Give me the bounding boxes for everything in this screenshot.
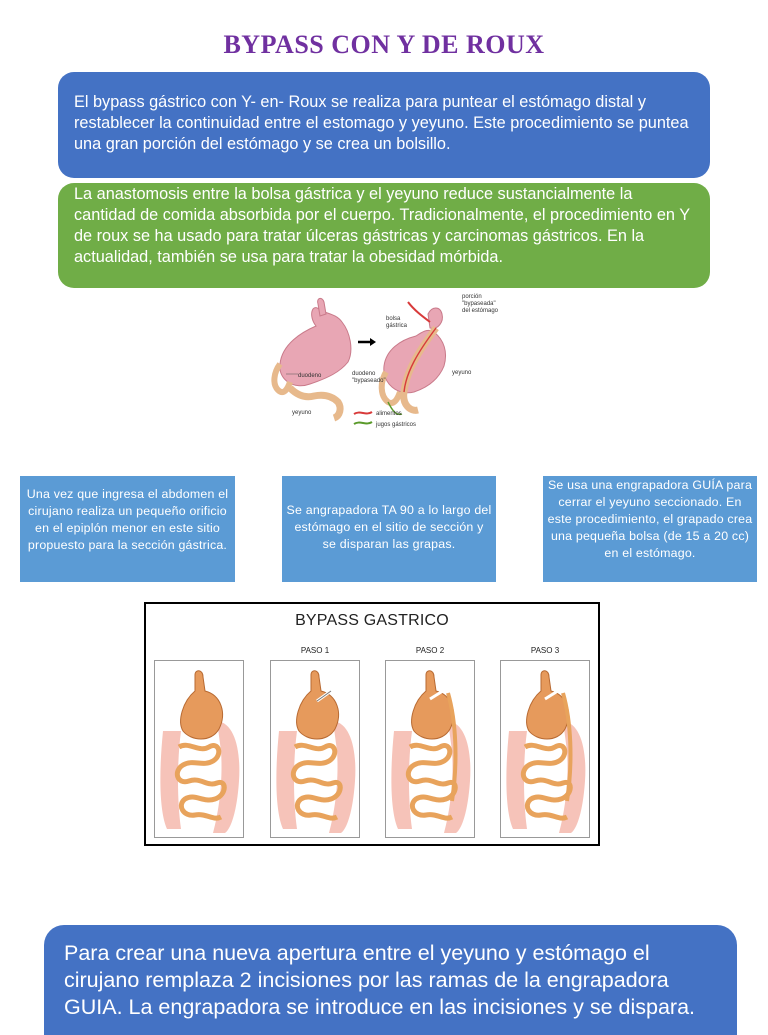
stomach-bypass-svg: duodeno yeyuno porción "bypaseada" del e… (271, 294, 499, 428)
panel-initial (154, 660, 244, 838)
panel-paso-2 (385, 660, 475, 838)
anastomosis-text: La anastomosis entre la bolsa gástrica y… (74, 185, 690, 266)
step-2-text: Se angrapadora TA 90 a lo largo del estó… (286, 503, 492, 551)
step-1-box: Una vez que ingresa el abdomen el ciruja… (20, 476, 235, 582)
label-duodeno-bypaseado-2: "bypaseado" (352, 378, 386, 384)
panel-paso-2-svg (391, 670, 471, 833)
stomach-bypass-illustration: duodeno yeyuno porción "bypaseada" del e… (268, 292, 508, 434)
label-porcion-2: "bypaseada" (462, 301, 496, 307)
label-bolsa-2: gástrica (386, 323, 408, 329)
label-porcion-1: porción (462, 294, 482, 300)
step-3-box: Se usa una engrapadora GUÍA para cerrar … (543, 476, 757, 582)
panel-paso-1-svg (276, 670, 356, 833)
label-yeyuno-left: yeyuno (292, 410, 312, 416)
anastomosis-box: La anastomosis entre la bolsa gástrica y… (58, 183, 710, 288)
label-yeyuno-right: yeyuno (452, 370, 472, 376)
step-3-text: Se usa una engrapadora GUÍA para cerrar … (547, 478, 753, 560)
bypass-gastrico-title: BYPASS GASTRICO (295, 612, 449, 629)
legend-alimentos: alimentos (376, 411, 402, 417)
label-porcion-3: del estómago (462, 308, 499, 314)
step-2-box: Se angrapadora TA 90 a lo largo del estó… (282, 476, 496, 582)
label-duodeno-bypaseado-1: duodeno (352, 371, 376, 377)
label-duodeno: duodeno (298, 373, 322, 379)
paso-1-label: PASO 1 (300, 646, 330, 655)
intro-text: El bypass gástrico con Y- en- Roux se re… (74, 93, 689, 153)
panel-paso-3-svg (506, 670, 586, 833)
bypass-gastrico-figure: BYPASS GASTRICO PASO 1 PASO 2 (144, 602, 600, 846)
legend-jugos: jugos gástricos (375, 422, 416, 428)
panel-initial-svg (160, 670, 240, 833)
panel-paso-1 (270, 660, 360, 838)
bottom-box: Para crear una nueva apertura entre el y… (44, 925, 737, 1035)
paso-3-label: PASO 3 (530, 646, 560, 655)
panel-paso-3 (500, 660, 590, 838)
page-title: BYPASS CON Y DE ROUX (223, 30, 545, 59)
label-bolsa-1: bolsa (386, 316, 401, 322)
bottom-text: Para crear una nueva apertura entre el y… (64, 941, 696, 1019)
intro-box: El bypass gástrico con Y- en- Roux se re… (58, 72, 710, 178)
paso-2-label: PASO 2 (415, 646, 445, 655)
step-1-text: Una vez que ingresa el abdomen el ciruja… (26, 487, 229, 552)
